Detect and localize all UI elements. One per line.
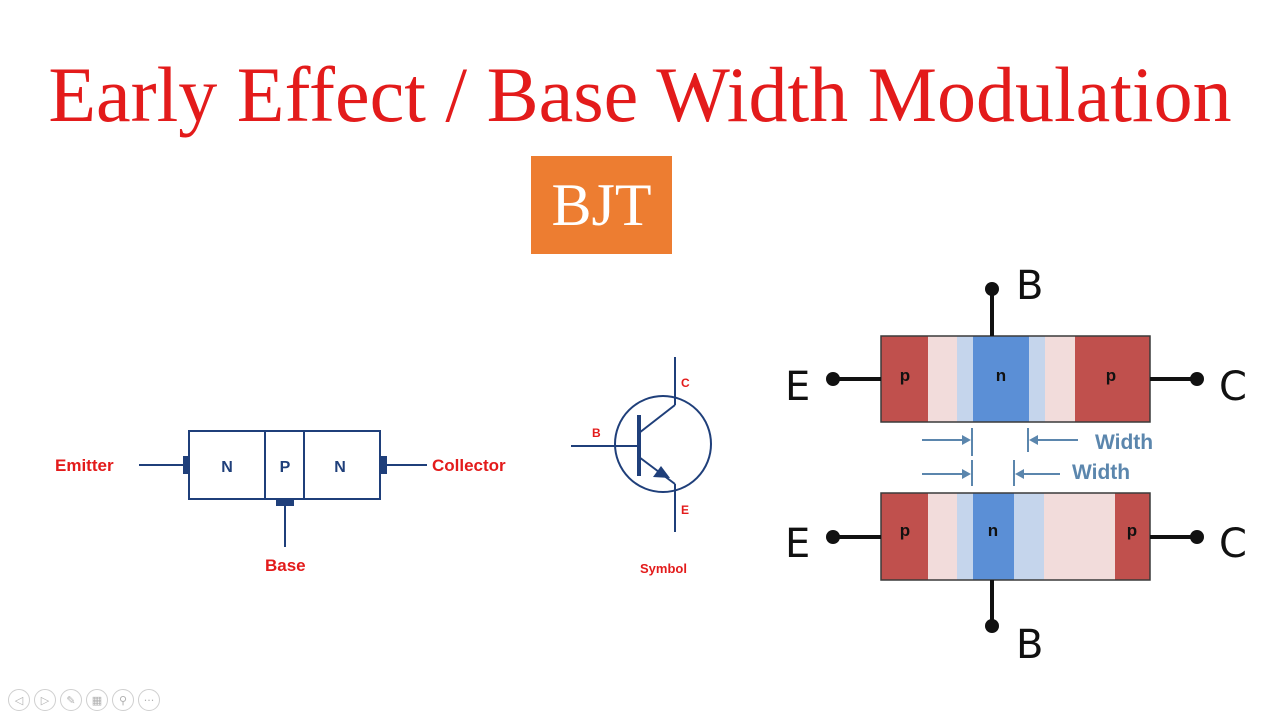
bottom-p-right-label: p [1127,521,1137,540]
top-p-left-region [881,336,928,422]
symbol-caption: Symbol [640,561,687,576]
width-bottom-right-arrow-icon [1015,469,1024,479]
bottom-n-region [973,493,1014,580]
width-bar-top: p n p B E C [785,263,1247,423]
bottom-depletion-right-p [1044,493,1115,580]
emitter-contact [183,456,190,474]
width-top-label: Width [1095,431,1153,454]
top-emitter-terminal [826,372,840,386]
top-depletion-left-n [957,336,973,422]
bottom-collector-label: C [1219,521,1247,567]
symbol-collector-branch [638,404,676,434]
width-top-right-arrow-icon [1029,435,1038,445]
symbol-circle [614,395,712,493]
top-depletion-left-p [928,336,957,422]
prev-icon[interactable]: ◁ [8,689,30,711]
top-n-label: n [996,366,1006,385]
bjt-badge: BJT [531,156,672,254]
bottom-emitter-label: E [785,521,810,567]
more-icon[interactable]: ··· [138,689,160,711]
emitter-label: Emitter [55,456,114,475]
top-p-right-label: p [1106,366,1116,385]
bottom-depletion-left-p [928,493,957,580]
bottom-depletion-right-n [1014,493,1044,580]
bottom-base-terminal [985,619,999,633]
top-depletion-right-n [1029,336,1045,422]
base-label: Base [265,556,306,575]
bottom-p-left-label: p [900,521,910,540]
width-top-left-arrow-icon [962,435,971,445]
npn-region-p: P [280,459,291,476]
top-collector-terminal [1190,372,1204,386]
top-base-terminal [985,282,999,296]
top-depletion-right-p [1045,336,1075,422]
symbol-b-label: B [592,426,601,440]
top-collector-label: C [1219,364,1247,410]
bottom-collector-terminal [1190,530,1204,544]
width-bottom-label: Width [1072,461,1130,484]
slideshow-toolbar: ◁ ▷ ✎ ▦ ⚲ ··· [8,689,160,711]
bottom-depletion-left-n [957,493,973,580]
width-bottom-left-arrow-icon [962,469,971,479]
bottom-emitter-terminal [826,530,840,544]
top-base-label: B [1016,263,1043,309]
collector-label: Collector [432,456,506,475]
bottom-n-label: n [988,521,998,540]
top-p-right-region [1075,336,1150,422]
width-indicators: Width Width [922,428,1153,486]
bottom-p-right-region [1115,493,1150,580]
npn-symbol: B C E Symbol [571,357,712,576]
top-p-left-label: p [900,366,910,385]
bottom-base-label: B [1016,622,1043,668]
npn-block-diagram: N P N Emitter Collector Base [55,430,506,575]
base-contact [276,499,294,506]
page-title: Early Effect / Base Width Modulation [48,51,1232,138]
symbol-e-label: E [681,503,689,517]
npn-region-n-right: N [334,459,346,476]
top-emitter-label: E [785,364,810,410]
symbol-emitter-arrow [653,466,670,478]
pen-icon[interactable]: ✎ [60,689,82,711]
slides-icon[interactable]: ▦ [86,689,108,711]
collector-contact [380,456,387,474]
symbol-emitter-branch [638,456,676,485]
top-n-region [973,336,1029,422]
symbol-c-label: C [681,376,690,390]
width-bar-bottom: p n p B E C [785,492,1247,668]
next-icon[interactable]: ▷ [34,689,56,711]
zoom-icon[interactable]: ⚲ [112,689,134,711]
bottom-p-left-region [881,493,928,580]
npn-region-n-left: N [221,459,233,476]
